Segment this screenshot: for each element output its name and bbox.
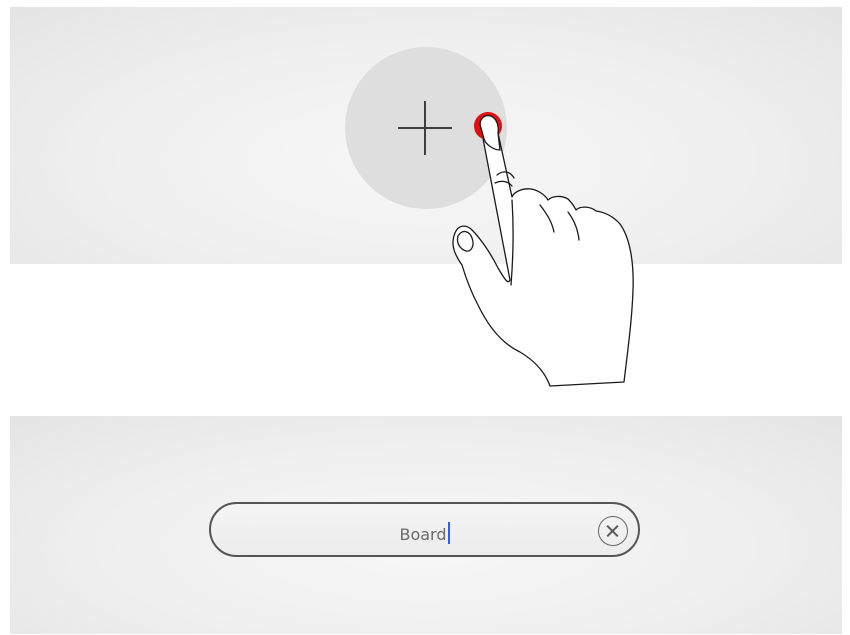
text-caret	[448, 522, 450, 544]
plus-icon	[398, 101, 452, 155]
search-input-text: Board	[399, 525, 446, 544]
close-circle-icon[interactable]	[598, 516, 628, 546]
search-input-value: Board	[211, 522, 638, 545]
search-input[interactable]: Board	[209, 502, 640, 557]
